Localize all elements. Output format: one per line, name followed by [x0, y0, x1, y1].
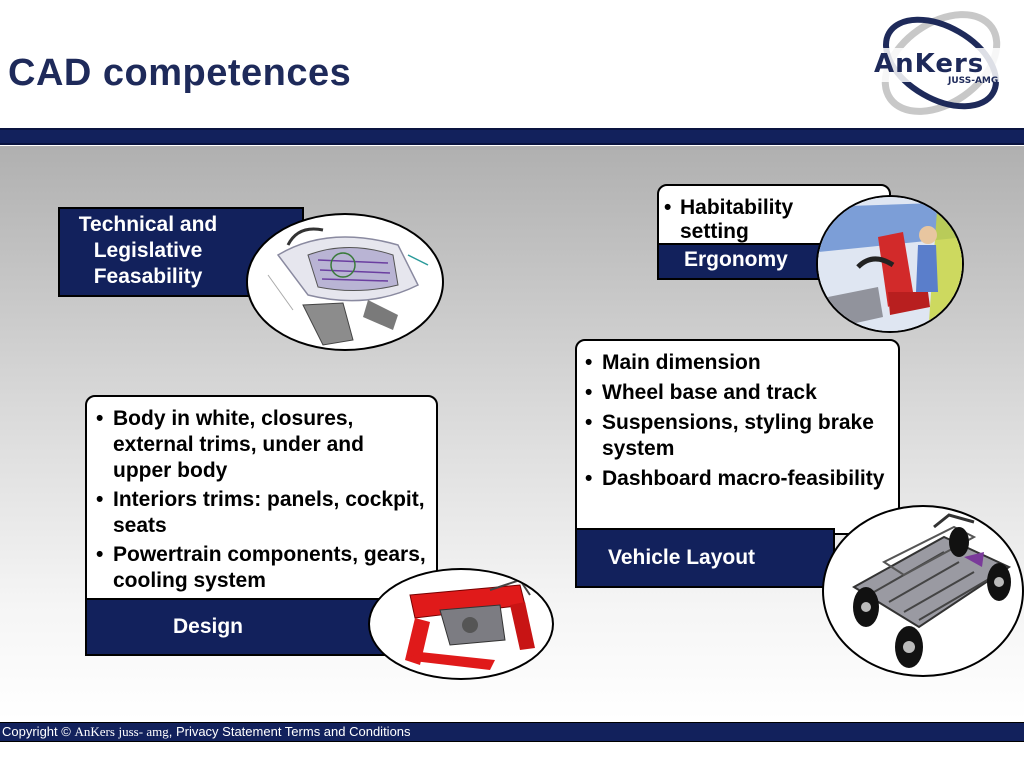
copyright-text: Copyright ©	[2, 724, 71, 739]
ergonomy-bullet: •Habitability setting	[664, 196, 794, 243]
ergonomy-seat-image	[816, 195, 964, 333]
list-item: Powertrain components, gears, cooling sy…	[96, 542, 426, 594]
design-label-box	[85, 598, 395, 656]
list-item: Main dimension	[585, 350, 890, 376]
design-label: Design	[173, 615, 244, 638]
list-item: Interiors trims: panels, cockpit, seats	[96, 487, 426, 539]
dashboard-cad-image	[246, 213, 444, 351]
vehicle-layout-label-box	[575, 528, 835, 588]
vehicle-layout-label: Vehicle Layout	[608, 546, 756, 569]
list-item: Wheel base and track	[585, 380, 890, 406]
footer-text: Copyright © AnKers juss- amg, Privacy St…	[2, 723, 411, 741]
logo-text: AnKers	[874, 49, 984, 79]
front-structure-image	[368, 568, 554, 680]
ankers-logo-icon: AnKers JUSS-AMG	[870, 11, 1012, 115]
technical-feasibility-label: Technical and Legislative Feasability	[78, 213, 218, 288]
footer-brand: AnKers	[74, 724, 115, 739]
footer-bar	[0, 722, 1024, 742]
vehicle-chassis-image	[822, 505, 1024, 677]
ergonomy-label-box	[657, 243, 827, 280]
header-bar	[0, 128, 1024, 145]
vehicle-layout-list: Main dimension Wheel base and track Susp…	[585, 350, 890, 496]
design-list: Body in white, closures, external trims,…	[96, 406, 426, 597]
page-title: CAD competences	[8, 52, 352, 94]
list-item: Body in white, closures, external trims,…	[96, 406, 426, 484]
footer-links[interactable]: , Privacy Statement Terms and Conditions	[168, 724, 411, 739]
logo-subtext: JUSS-AMG	[947, 76, 998, 86]
footer-brand-sub: juss- amg	[118, 724, 169, 739]
ergonomy-label: Ergonomy	[684, 248, 788, 271]
list-item: Dashboard macro-feasibility	[585, 466, 890, 492]
list-item: Suspensions, styling brake system	[585, 410, 890, 462]
